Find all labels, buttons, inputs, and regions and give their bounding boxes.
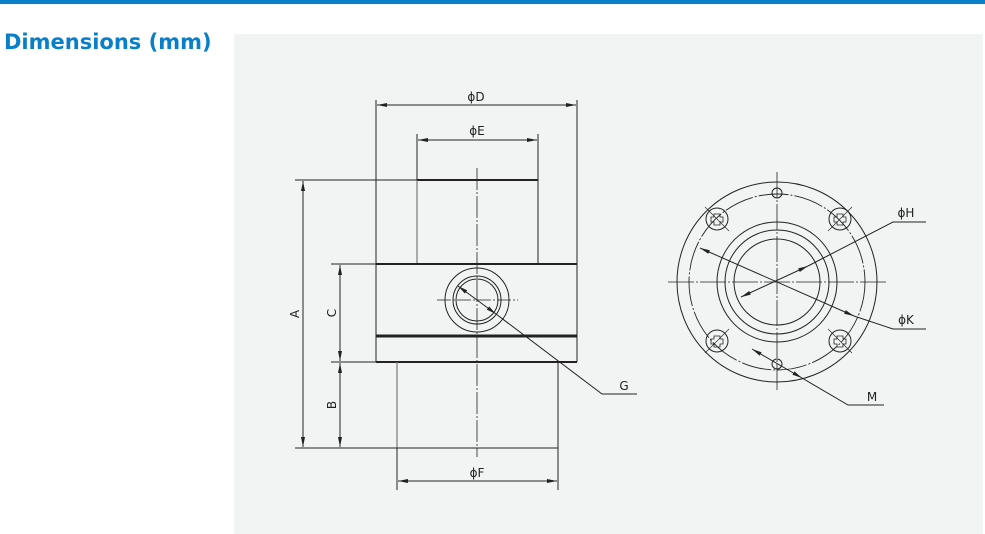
bolt-bottom-right-icon — [827, 328, 853, 354]
label-diameter-d: ϕD — [467, 90, 484, 104]
bolt-top-left-icon — [704, 206, 730, 232]
label-length-c: C — [325, 309, 339, 317]
label-hole-m: M — [867, 390, 877, 404]
header-accent-rule — [0, 0, 985, 4]
section-title: Dimensions (mm) — [4, 30, 212, 54]
bolt-top-right-icon — [827, 206, 853, 232]
label-length-a: A — [288, 309, 302, 318]
side-view — [295, 100, 637, 490]
dimension-drawing-panel — [234, 34, 983, 534]
label-port-g: G — [619, 379, 628, 393]
label-length-b: B — [325, 401, 339, 409]
bolt-bottom-left-icon — [704, 328, 730, 354]
label-diameter-k: ϕK — [898, 313, 915, 327]
label-diameter-e: ϕE — [469, 124, 485, 138]
flange-view — [668, 172, 926, 406]
label-diameter-h: ϕH — [898, 206, 915, 220]
label-diameter-f: ϕF — [470, 466, 485, 480]
